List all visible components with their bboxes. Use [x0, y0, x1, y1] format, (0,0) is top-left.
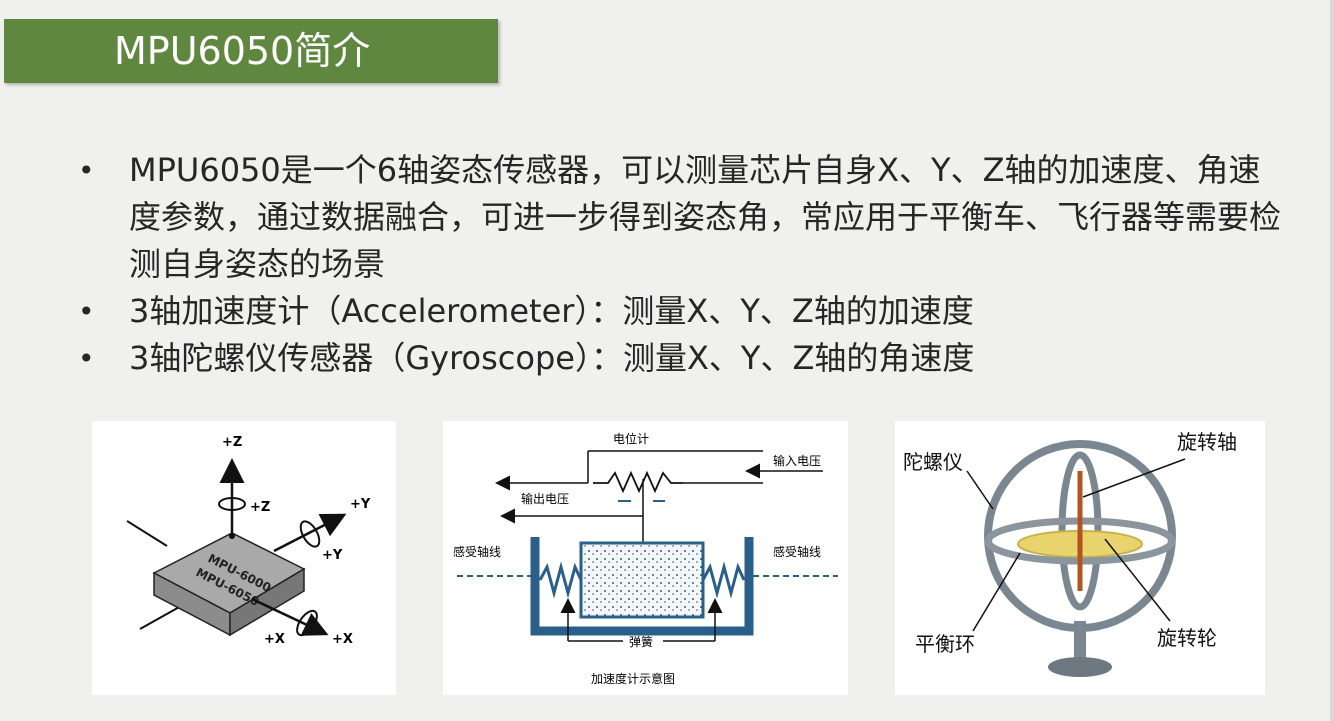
gyroscope-label: 陀螺仪	[903, 450, 963, 474]
resistor-zigzag	[593, 470, 683, 494]
sense-axis-left-label: 感受轴线	[453, 544, 501, 559]
gyro-stand-base	[1048, 657, 1112, 677]
accelerometer-diagram: 电位计 输入电压 输出电压 感受轴线 感受轴线 弹簧 加速度计示意图	[453, 431, 838, 686]
spin-axis-label: 旋转轴	[1177, 430, 1237, 454]
slide-title: MPU6050简介	[114, 29, 371, 73]
pin1-dot	[229, 533, 235, 539]
bullet-item: • 3轴加速度计（Accelerometer）：测量X、Y、Z轴的加速度	[78, 288, 1288, 335]
rotor-label: 旋转轮	[1157, 626, 1217, 650]
potentiometer-label: 电位计	[613, 431, 649, 446]
gimbal-label: 平衡环	[915, 632, 975, 656]
spin-axis-leader	[1082, 458, 1186, 498]
mpu-axes-figure: MPU-6000 MPU-6050 +Z +Z +Y +Y +X +X	[92, 421, 396, 695]
proof-mass	[579, 541, 705, 619]
accelerometer-caption: 加速度计示意图	[591, 671, 675, 686]
bullet-dot: •	[78, 295, 95, 328]
y-axis-arrow	[273, 513, 347, 553]
y-axis-label: +Y	[350, 497, 371, 512]
bullet-dot: •	[78, 342, 95, 375]
bullet-text: 3轴陀螺仪传感器（Gyroscope）：测量X、Y、Z轴的角速度	[129, 339, 975, 377]
z-rotation-label: +Z	[250, 500, 270, 515]
z-rotation-icon	[218, 497, 246, 511]
sense-axis-right-label: 感受轴线	[773, 544, 821, 559]
bullet-text: 3轴加速度计（Accelerometer）：测量X、Y、Z轴的加速度	[129, 292, 974, 330]
gimbal-leader	[972, 552, 1021, 632]
accel-housing	[530, 537, 754, 636]
z-axis-label: +Z	[222, 435, 242, 450]
spring-right	[701, 561, 746, 599]
bullet-text: MPU6050是一个6轴姿态传感器，可以测量芯片自身X、Y、Z轴的加速度、角速度…	[129, 151, 1282, 283]
bullet-dot: •	[78, 154, 95, 187]
title-bar: MPU6050简介	[4, 19, 498, 83]
accelerometer-figure: 电位计 输入电压 输出电压 感受轴线 感受轴线 弹簧 加速度计示意图	[443, 421, 848, 695]
rotor-leader	[1104, 538, 1171, 622]
mpu-axes-diagram: MPU-6000 MPU-6050 +Z +Z +Y +Y +X +X	[126, 435, 371, 647]
spring-label: 弹簧	[629, 634, 653, 649]
x-axis-back-line	[126, 520, 168, 547]
gyroscope-figure: 陀螺仪 旋转轴 平衡环 旋转轮	[895, 421, 1265, 695]
y-rotation-label: +Y	[322, 548, 343, 563]
chip-side-right	[229, 567, 305, 637]
x-axis-label: +X	[332, 632, 353, 647]
x-rotation-icon	[296, 609, 318, 637]
bullet-list: • MPU6050是一个6轴姿态传感器，可以测量芯片自身X、Y、Z轴的加速度、角…	[78, 147, 1288, 382]
x-rotation-label: +X	[264, 632, 285, 647]
gyroscope-diagram: 陀螺仪 旋转轴 平衡环 旋转轮	[903, 430, 1237, 677]
output-voltage-label: 输出电压	[521, 491, 569, 506]
bullet-item: • MPU6050是一个6轴姿态传感器，可以测量芯片自身X、Y、Z轴的加速度、角…	[78, 147, 1288, 288]
input-voltage-label: 输入电压	[773, 453, 821, 468]
y-rotation-icon	[299, 520, 321, 548]
gyroscope-leader	[966, 470, 994, 510]
slide-right-edge	[1330, 0, 1334, 721]
bullet-item: • 3轴陀螺仪传感器（Gyroscope）：测量X、Y、Z轴的角速度	[78, 335, 1288, 382]
spring-left	[538, 561, 583, 599]
